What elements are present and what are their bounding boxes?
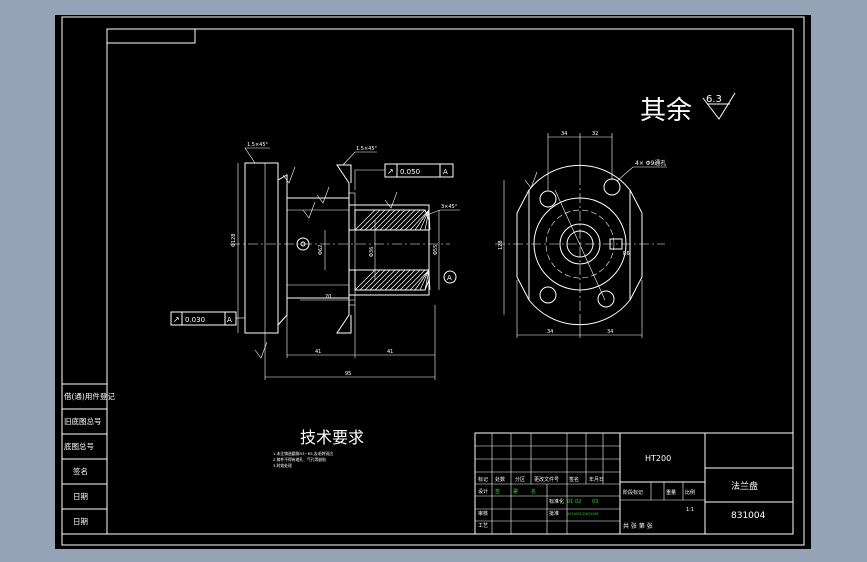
dim-step: 20 — [325, 294, 331, 300]
row-label: 批准 — [549, 510, 559, 517]
dim-total: 95 — [345, 371, 351, 377]
tech-line: 1.未注铸造圆角R3~R5,去毛刺锐边 — [273, 451, 333, 456]
engineering-drawing: 借(通)用件登记 旧底图总号 底图总号 签名 日期 日期 其余 6.3 — [61, 16, 805, 546]
fcf-runout-lower: ↗ 0.030 A — [170, 311, 245, 326]
dim-d3: Φ36 — [369, 247, 375, 257]
fcf-tolerance: 0.030 — [185, 316, 205, 324]
tech-requirements: 技术要求 1.未注铸造圆角R3~R5,去毛刺锐边 2.铸件不得有缩孔、气孔等缺陷… — [273, 428, 364, 468]
fcf-datum: A — [227, 316, 232, 324]
approve-date: 2014/02/24/02/08 — [567, 512, 598, 516]
dim-len1: 41 — [315, 349, 321, 355]
rev-header: 分区 — [515, 476, 525, 483]
rev-header: 签名 — [569, 476, 579, 483]
material: HT200 — [645, 454, 671, 463]
dim-len2: 41 — [387, 349, 393, 355]
chamfer-note: 1.5×45° — [356, 146, 378, 152]
roughness-label: 其余 — [640, 96, 692, 126]
fcf-runout-upper: ↗ 0.050 A — [354, 163, 454, 190]
chamfer-note: 1.5×45° — [247, 142, 269, 148]
dim-d2: Φ62 — [318, 245, 324, 255]
row-label: 工艺 — [478, 523, 488, 529]
datum-circle — [443, 270, 457, 284]
chamfer-note: 3×45° — [441, 204, 458, 210]
std-sign: 03 — [592, 499, 598, 505]
roughness-symbol — [702, 92, 736, 120]
roughness-note: 其余 6.3 — [640, 92, 736, 126]
fcf-datum: A — [443, 168, 448, 176]
bolt-hole — [539, 190, 557, 208]
stage-header: 重量 — [666, 489, 676, 496]
dim-d4: Φ55 — [433, 245, 439, 255]
dim-a1: 34 — [547, 329, 553, 335]
runout-symbol: ↗ — [173, 315, 180, 324]
title-block: HT200 法兰盘 831004 阶段标记 重量 比例 1:1 共 张 第 张 … — [474, 432, 794, 535]
corner-box — [106, 28, 196, 44]
row-label: 标准化 — [549, 498, 564, 505]
part-name: 法兰盘 — [731, 480, 758, 492]
rev-header: 年月日 — [589, 476, 604, 483]
datum-label: A — [447, 274, 452, 282]
tech-line: 3.时效处理 — [273, 463, 292, 468]
row-label: 设计 — [478, 488, 488, 495]
rev-header: 处数 — [495, 476, 505, 483]
design-sign: 名 — [531, 488, 536, 495]
bolt-hole — [597, 290, 615, 308]
dim-p1: R6 — [623, 251, 630, 257]
runout-symbol: ↗ — [387, 167, 394, 176]
rev-header: 更改文件号 — [534, 476, 559, 483]
row-label: 审核 — [478, 510, 488, 517]
design-sign: 署 — [513, 489, 518, 495]
end-view: 128 34 32 34 34 R6 4× Φ9通孔 — [495, 131, 667, 338]
side-label: 借(通)用件登记 — [64, 391, 115, 401]
side-label: 签名 — [73, 466, 88, 476]
flange-outline — [528, 164, 631, 326]
stage-header: 阶段标记 — [623, 489, 643, 496]
side-label: 旧底图总号 — [64, 416, 102, 426]
fcf-tolerance: 0.050 — [400, 168, 420, 176]
roughness-value: 6.3 — [706, 94, 722, 105]
rev-header: 标记 — [478, 476, 488, 483]
dim-w1: 34 — [561, 131, 567, 137]
side-label: 日期 — [73, 517, 88, 526]
side-label: 底图总号 — [64, 441, 94, 451]
bolt-hole — [539, 286, 557, 304]
section-view: A 95 41 41 20 Φ128 Φ62 Φ36 Φ55 1.5×45° 1… — [170, 142, 460, 380]
tech-line: 2.铸件不得有缩孔、气孔等缺陷 — [273, 457, 326, 462]
outer-border — [61, 16, 805, 546]
dim-w2: 32 — [592, 131, 598, 137]
bolt-hole — [603, 178, 621, 196]
tech-title: 技术要求 — [300, 428, 364, 447]
sheet-count: 共 张 第 张 — [623, 522, 653, 530]
side-strip: 借(通)用件登记 旧底图总号 底图总号 签名 日期 日期 — [61, 383, 115, 535]
scale-value: 1:1 — [686, 507, 694, 513]
std-sign: 01 02 — [567, 499, 581, 505]
inner-border — [106, 28, 794, 535]
sleeve-section — [348, 204, 430, 296]
cad-viewport[interactable]: 借(通)用件登记 旧底图总号 底图总号 签名 日期 日期 其余 6.3 — [55, 15, 811, 549]
dim-d1: Φ128 — [231, 234, 237, 247]
flange-plate — [244, 162, 279, 334]
side-label: 日期 — [73, 492, 88, 501]
holes-note: 4× Φ9通孔 — [635, 159, 666, 167]
stage-header: 比例 — [685, 489, 695, 496]
design-sign: 签 — [495, 488, 500, 495]
dim-a2: 34 — [607, 329, 613, 335]
dim-h1: 128 — [498, 240, 504, 250]
drawing-number: 831004 — [731, 511, 766, 521]
